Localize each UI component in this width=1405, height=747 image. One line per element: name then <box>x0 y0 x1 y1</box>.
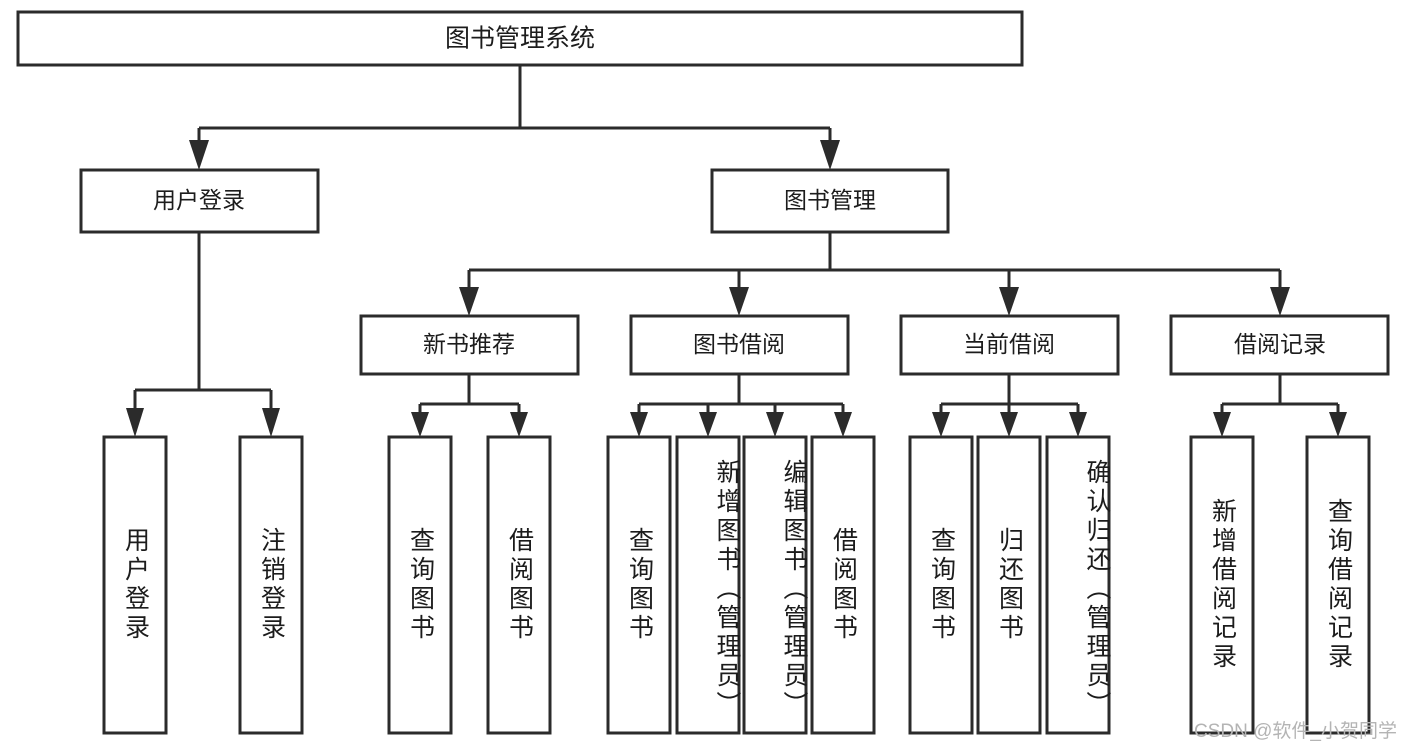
arrow-head-icon <box>262 408 280 437</box>
node-box-shape <box>1169 314 1390 376</box>
connector-borrow-record-to-leaves <box>1213 374 1347 437</box>
node-box-shape <box>710 168 950 234</box>
connector-book-management-to-level3 <box>459 232 1290 316</box>
leaf-box-confirm-return[interactable] <box>1045 435 1111 735</box>
node-box-shape <box>899 314 1120 376</box>
arrow-head-icon <box>820 140 840 170</box>
connector-book-borrow-to-leaves <box>630 374 852 437</box>
node-box-shape <box>16 10 1024 67</box>
leaf-box-query-book-3[interactable] <box>908 435 974 735</box>
leaf-box-borrow-book-1[interactable] <box>486 435 552 735</box>
leaf-box-add-book[interactable] <box>675 435 741 735</box>
connector-new-book-recommend-to-leaves <box>411 374 528 437</box>
leaf-box-logout-login[interactable] <box>238 435 304 735</box>
arrow-head-icon <box>729 287 749 316</box>
arrow-head-icon <box>459 287 479 316</box>
leaf-box-query-record[interactable] <box>1305 435 1371 735</box>
node-label: 新书推荐 <box>423 331 515 357</box>
node-label: 借阅记录 <box>1234 331 1326 357</box>
node-label: 当前借阅 <box>963 331 1055 357</box>
node-box-shape <box>79 168 320 234</box>
arrow-head-icon <box>999 287 1019 316</box>
node-root-title[interactable]: 图书管理系统 <box>16 10 1024 67</box>
node-box-shape <box>629 314 850 376</box>
connector-current-borrow-to-leaves <box>932 374 1087 437</box>
node-label: 图书管理系统 <box>445 25 595 53</box>
arrow-head-icon <box>1069 412 1087 437</box>
leaf-box-query-book-1[interactable] <box>387 435 453 735</box>
node-label: 图书管理 <box>784 187 876 213</box>
node-label: 用户登录 <box>153 187 245 213</box>
arrow-head-icon <box>1270 287 1290 316</box>
leaf-box-borrow-book-2[interactable] <box>810 435 876 735</box>
node-book-borrow[interactable]: 图书借阅 <box>629 314 850 376</box>
node-box-shape <box>359 314 580 376</box>
leaf-box-user-login[interactable] <box>102 435 168 735</box>
leaf-box-add-record[interactable] <box>1189 435 1255 735</box>
node-user-login[interactable]: 用户登录 <box>79 168 320 234</box>
arrow-head-icon <box>630 412 648 437</box>
arrow-head-icon <box>1213 412 1231 437</box>
leaf-box-return-book[interactable] <box>976 435 1042 735</box>
arrow-head-icon <box>932 412 950 437</box>
node-book-management[interactable]: 图书管理 <box>710 168 950 234</box>
leaf-box-query-book-2[interactable] <box>606 435 672 735</box>
arrow-head-icon <box>510 412 528 437</box>
arrow-head-icon <box>189 140 209 170</box>
leaf-box-edit-book[interactable] <box>742 435 808 735</box>
arrow-head-icon <box>411 412 429 437</box>
watermark-text: CSDN @软件_小贺同学 <box>1194 721 1397 742</box>
arrow-head-icon <box>699 412 717 437</box>
arrow-head-icon <box>126 408 144 437</box>
leaf-boxes-group <box>102 435 1371 735</box>
arrow-head-icon <box>766 412 784 437</box>
node-current-borrow[interactable]: 当前借阅 <box>899 314 1120 376</box>
connector-root-to-level2 <box>189 65 840 170</box>
connector-user-login-to-leaves <box>126 232 280 437</box>
arrow-head-icon <box>1000 412 1018 437</box>
arrow-head-icon <box>834 412 852 437</box>
node-borrow-record[interactable]: 借阅记录 <box>1169 314 1390 376</box>
node-new-book-recommend[interactable]: 新书推荐 <box>359 314 580 376</box>
arrow-head-icon <box>1329 412 1347 437</box>
node-label: 图书借阅 <box>693 331 785 357</box>
